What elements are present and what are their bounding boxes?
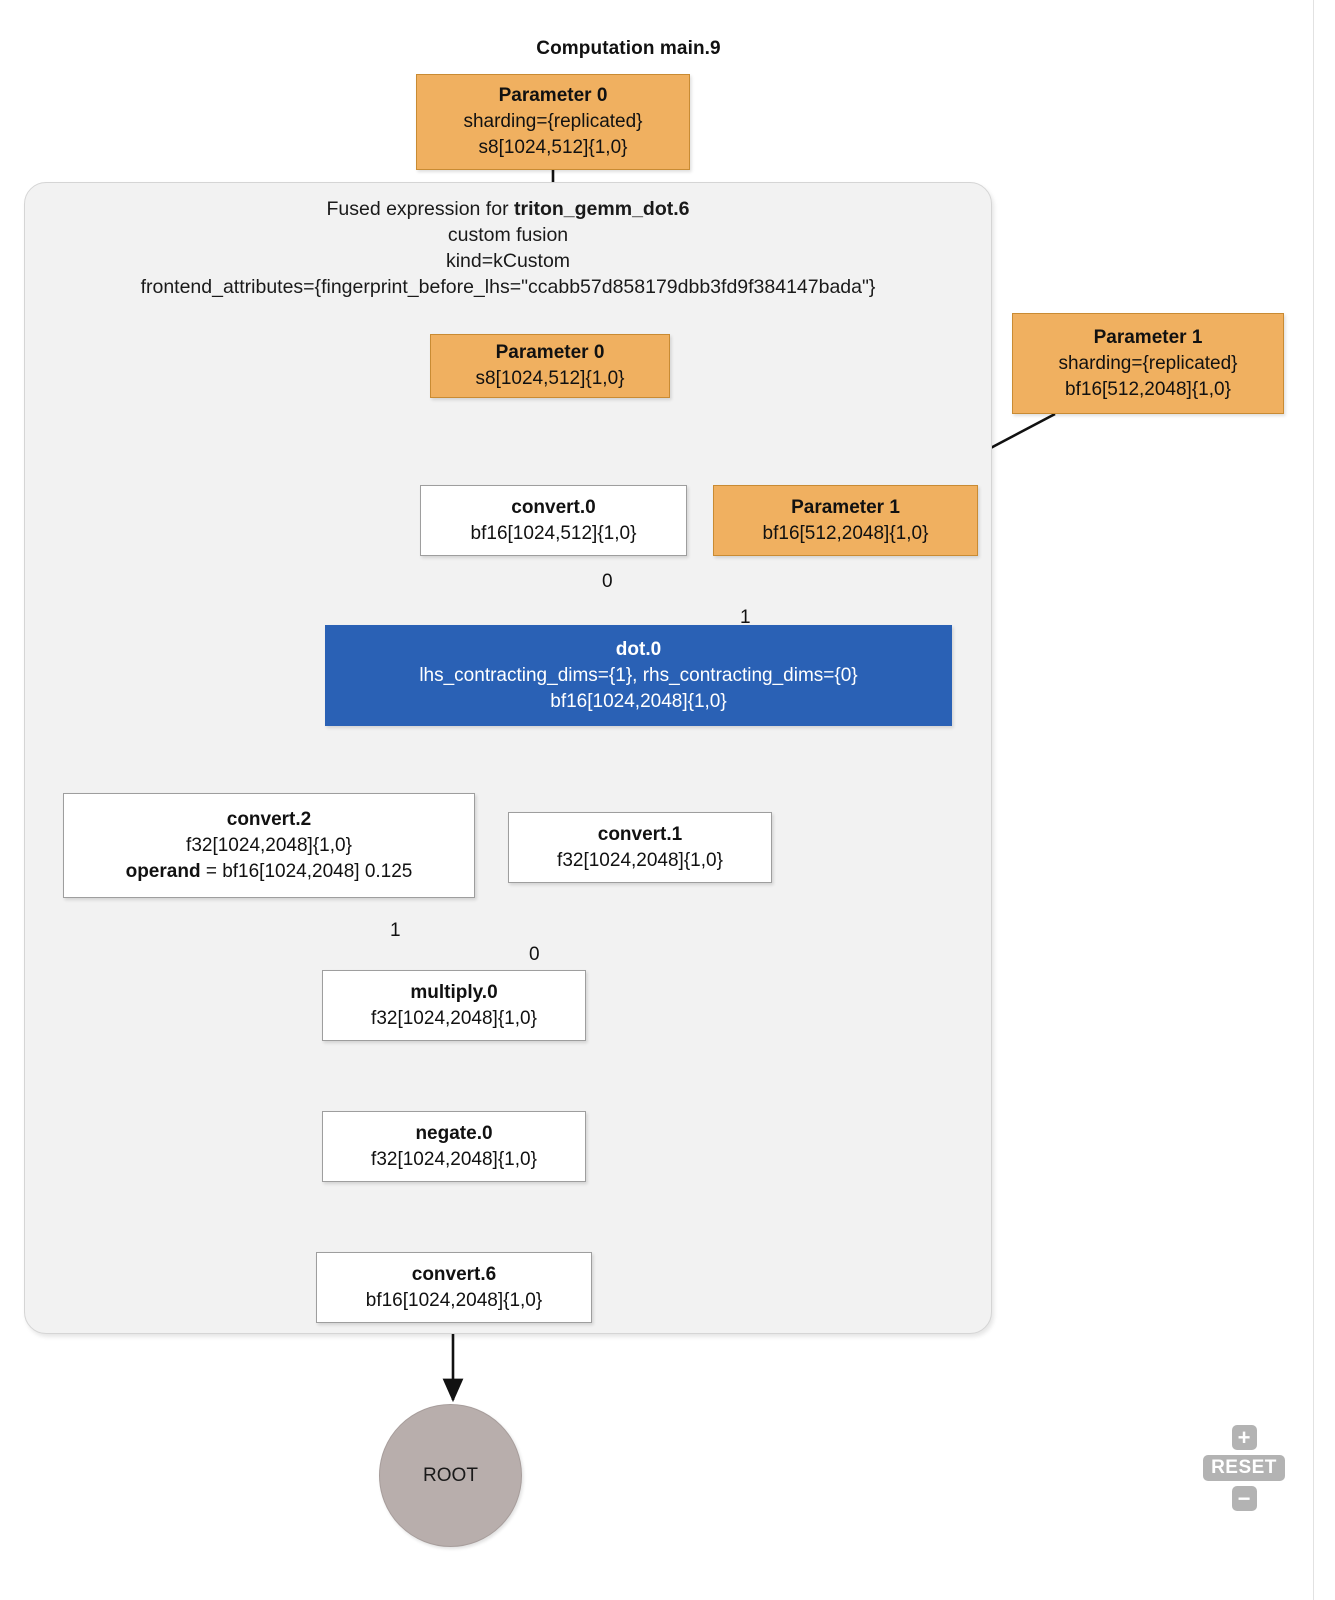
node-title: Parameter 0 (495, 342, 605, 363)
fusion-label-line-2: custom fusion (447, 224, 569, 246)
node-root[interactable]: ROOT (379, 1404, 522, 1547)
zoom-in-button[interactable]: + (1231, 1425, 1257, 1450)
node-shape-line: s8[1024,512]{1,0} (475, 368, 625, 389)
node-dims-line: lhs_contracting_dims={1}, rhs_contractin… (419, 664, 858, 686)
zoom-out-button[interactable]: − (1231, 1486, 1257, 1511)
node-title: convert.0 (511, 496, 596, 518)
node-multiply-0[interactable]: multiply.0 f32[1024,2048]{1,0} (322, 970, 586, 1041)
node-shape-line: f32[1024,2048]{1,0} (557, 849, 723, 871)
node-root-label: ROOT (423, 1464, 478, 1486)
node-convert-0[interactable]: convert.0 bf16[1024,512]{1,0} (420, 485, 687, 556)
node-shape-line: f32[1024,2048]{1,0} (186, 834, 352, 856)
node-dot-0[interactable]: dot.0 lhs_contracting_dims={1}, rhs_cont… (325, 625, 952, 726)
node-convert-2[interactable]: convert.2 f32[1024,2048]{1,0} operand = … (63, 793, 475, 898)
fusion-cluster-label: Fused expression for triton_gemm_dot.6 c… (24, 196, 992, 300)
fusion-label-line-3: kind=kCustom (445, 250, 571, 272)
node-title: convert.1 (597, 823, 683, 845)
edge-label-param1-dot0: 1 (740, 607, 751, 628)
zoom-controls: + RESET − (1196, 1425, 1292, 1511)
node-negate-0[interactable]: negate.0 f32[1024,2048]{1,0} (322, 1111, 586, 1182)
edge-label-convert1-multiply0: 0 (529, 944, 540, 965)
node-parameter-0-outer[interactable]: Parameter 0 sharding={replicated} s8[102… (416, 74, 690, 170)
node-operand-label: operand (125, 860, 201, 882)
node-title: convert.6 (411, 1263, 497, 1285)
node-shape-line: bf16[1024,2048]{1,0} (365, 1289, 543, 1311)
edge-label-convert2-multiply0: 1 (390, 920, 401, 941)
node-shape-line: s8[1024,512]{1,0} (478, 137, 628, 158)
node-shape-line: bf16[512,2048]{1,0} (762, 522, 929, 544)
node-operand-value: = bf16[1024,2048] 0.125 (200, 860, 413, 882)
page-title: Computation main.9 (536, 38, 721, 59)
node-title: dot.0 (615, 638, 662, 660)
node-shape-line: bf16[1024,512]{1,0} (470, 522, 637, 544)
node-parameter-0-inner[interactable]: Parameter 0 s8[1024,512]{1,0} (430, 334, 670, 398)
node-convert-1[interactable]: convert.1 f32[1024,2048]{1,0} (508, 812, 772, 883)
node-title: Parameter 1 (791, 496, 900, 518)
canvas-right-divider (1313, 0, 1314, 1600)
node-title: negate.0 (415, 1122, 493, 1144)
node-shape-line: f32[1024,2048]{1,0} (371, 1007, 537, 1029)
node-shape-line: bf16[512,2048]{1,0} (1065, 378, 1231, 400)
edge-label-convert0-dot0: 0 (602, 571, 613, 592)
node-shape-line: bf16[1024,2048]{1,0} (550, 690, 727, 712)
fusion-label-line-1: Fused expression for triton_gemm_dot.6 (24, 196, 992, 222)
node-title: Parameter 0 (498, 85, 608, 106)
node-detail-line: sharding={replicated} (1058, 352, 1238, 374)
node-parameter-1-outer[interactable]: Parameter 1 sharding={replicated} bf16[5… (1012, 313, 1284, 414)
fusion-label-prefix: Fused expression for (326, 198, 514, 220)
node-operand-line: operand = bf16[1024,2048] 0.125 (126, 859, 413, 885)
fusion-label-name: triton_gemm_dot.6 (513, 198, 690, 220)
node-parameter-1-inner[interactable]: Parameter 1 bf16[512,2048]{1,0} (713, 485, 978, 556)
node-title: convert.2 (226, 808, 312, 830)
node-shape-line: f32[1024,2048]{1,0} (371, 1148, 537, 1170)
node-detail-line: sharding={replicated} (463, 111, 643, 132)
node-title: Parameter 1 (1093, 326, 1203, 348)
zoom-reset-button[interactable]: RESET (1203, 1455, 1285, 1481)
node-title: multiply.0 (410, 981, 498, 1003)
node-convert-6[interactable]: convert.6 bf16[1024,2048]{1,0} (316, 1252, 592, 1323)
fusion-label-line-4: frontend_attributes={fingerprint_before_… (140, 276, 876, 298)
